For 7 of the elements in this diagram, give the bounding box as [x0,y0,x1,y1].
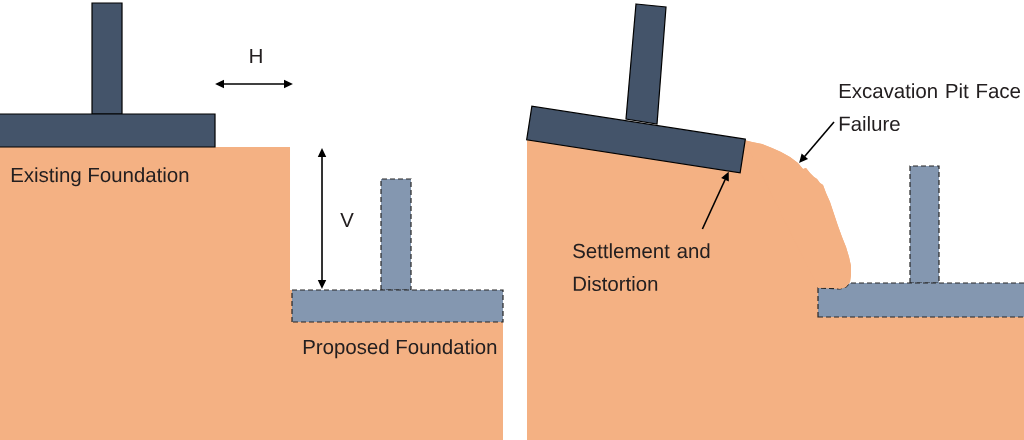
callout-text: Excavation Pit Face Failure [839,83,1020,132]
text-label: Proposed Foundation [303,339,497,359]
callout-text: Settlement and Distortion [573,243,710,292]
text-label: Existing Foundation [11,167,189,187]
footing [526,3,746,174]
dimension-label: H [250,48,262,63]
dimension-label: V [340,212,354,227]
